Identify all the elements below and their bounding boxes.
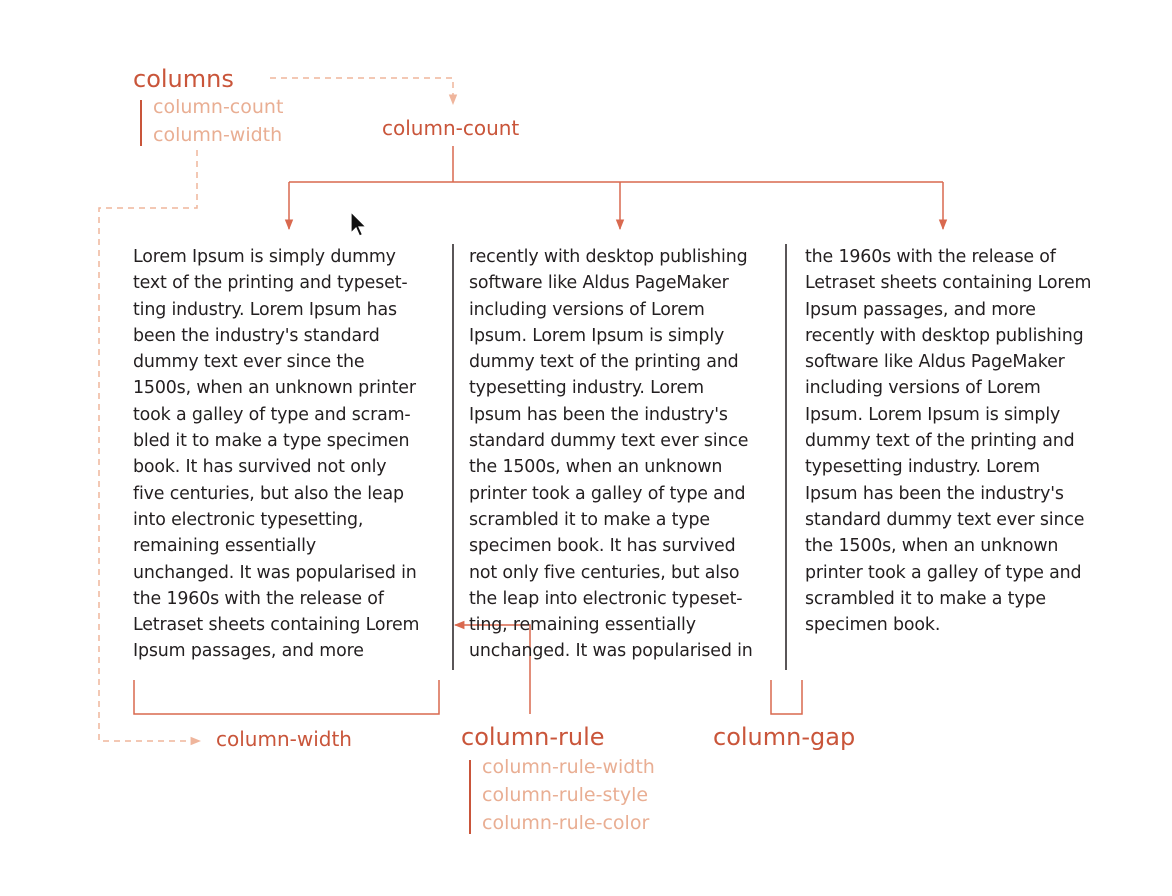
column-gap-bracket <box>770 680 803 715</box>
text-column-1: Lorem Ipsum is simply dummy text of the … <box>133 247 420 662</box>
columns-label: columns <box>133 65 234 93</box>
text-column-2: recently with desktop publishing softwar… <box>469 247 753 662</box>
column-width-label: column-width <box>216 727 352 751</box>
column-rule-sub-style: column-rule-style <box>482 784 649 806</box>
column-count-label: column-count <box>382 116 520 140</box>
column-rule-label: column-rule <box>461 723 605 751</box>
text-column-3: the 1960s with the release of Letraset s… <box>805 247 1092 636</box>
column-rule-sub-color: column-rule-color <box>482 812 650 834</box>
mouse-cursor-icon <box>350 211 368 237</box>
columns-sub-width: column-width <box>153 124 283 146</box>
column-gap-label: column-gap <box>713 723 856 751</box>
column-rule-pointer <box>453 620 531 714</box>
columns-sub-count: column-count <box>153 96 284 118</box>
columns-to-count-dashed <box>270 77 458 106</box>
columns-to-width-dashed <box>98 150 202 746</box>
column-width-bracket <box>133 680 440 715</box>
column-rule-sub-width: column-rule-width <box>482 756 655 778</box>
